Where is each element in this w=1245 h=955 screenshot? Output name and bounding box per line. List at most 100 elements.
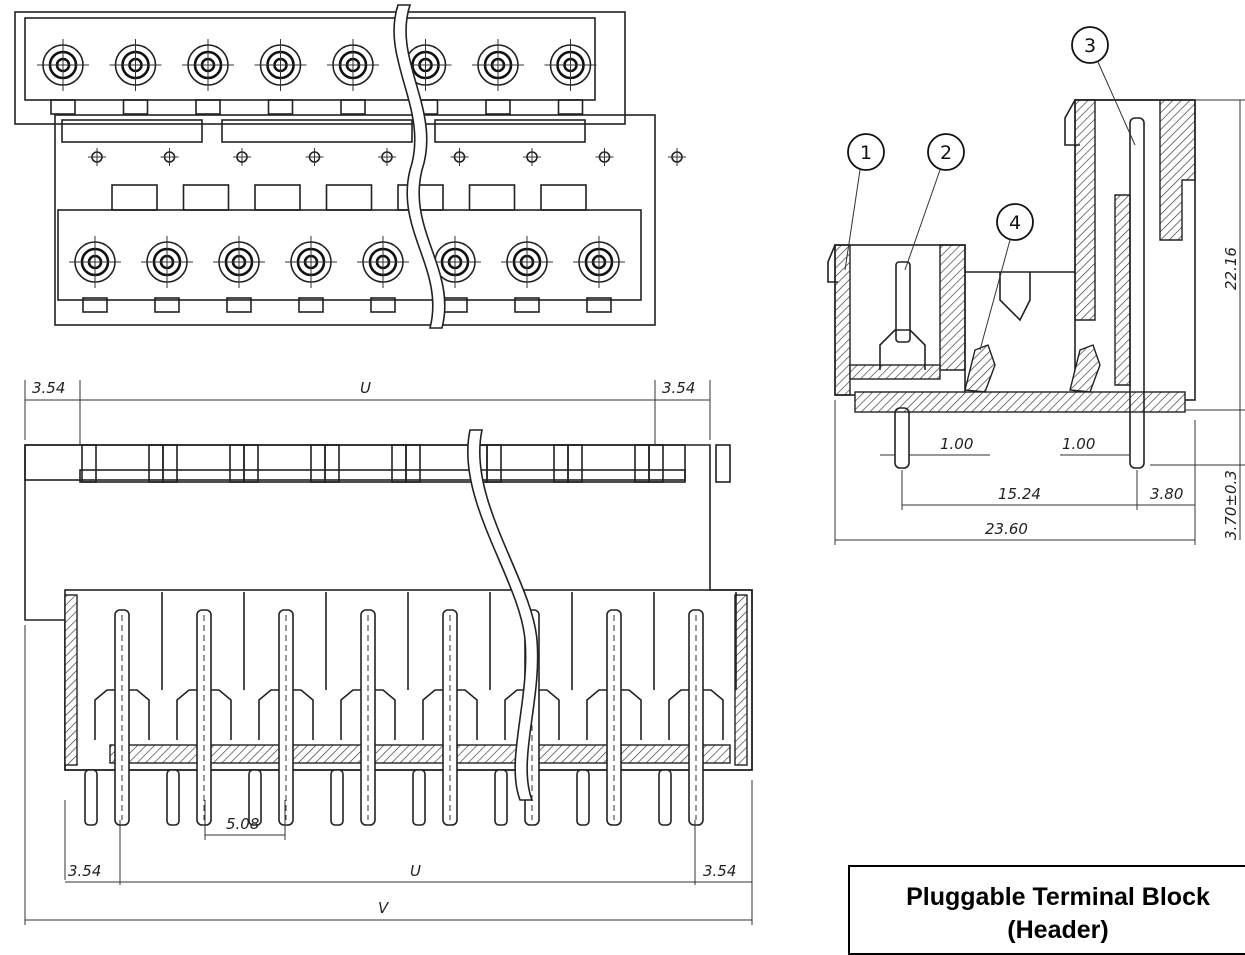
break-line <box>393 4 446 329</box>
socket-latch <box>827 244 838 283</box>
callout-1 <box>847 133 885 171</box>
dim-pin-dia-right: 1.00 <box>1062 435 1095 453</box>
rail-notch <box>634 444 650 483</box>
dim-height: 22.16 <box>1222 247 1240 290</box>
rail-notch <box>648 444 664 483</box>
upper-terminal-tab <box>195 99 221 115</box>
latch-slot <box>434 119 586 143</box>
dim-pitch: 5.08 <box>226 815 259 833</box>
wall-right-hatched <box>734 594 748 766</box>
lower-terminal <box>573 236 625 288</box>
dim-end-offset-right-bottom: 3.54 <box>703 862 736 880</box>
dim-end-offset-right-top: 3.54 <box>662 379 695 397</box>
title-block: Pluggable Terminal Block (Header) <box>848 865 1245 955</box>
short-pin <box>248 769 262 826</box>
top-view <box>14 4 686 329</box>
dim-span-bottom: U <box>410 862 421 880</box>
contact-base <box>879 329 926 370</box>
lower-terminal <box>213 236 265 288</box>
rail-notch <box>553 444 569 483</box>
dim-end-offset-left-bottom: 3.54 <box>68 862 101 880</box>
rail-notch <box>310 444 326 483</box>
upper-plug-inner <box>24 17 596 101</box>
short-pin <box>166 769 180 826</box>
rail-notch <box>162 444 178 483</box>
upper-terminal-row <box>37 39 597 115</box>
wall-left-hatched <box>64 594 78 766</box>
latch-hook <box>1064 99 1080 146</box>
short-pin <box>576 769 590 826</box>
upper-terminal-tab <box>340 99 366 115</box>
rail-notch <box>391 444 407 483</box>
dim-overall: V <box>378 899 390 917</box>
rail-notch <box>148 444 164 483</box>
short-pin <box>330 769 344 826</box>
pin-row <box>84 592 737 826</box>
key-tab-row <box>111 184 587 211</box>
lower-terminal <box>69 236 121 288</box>
key-tab <box>254 184 301 211</box>
pin-guide-hatched <box>1114 194 1131 386</box>
upper-terminal-tab <box>485 99 511 115</box>
front-view: 3.54 U 3.54 5.08 3.54 U 3.54 V <box>24 379 753 925</box>
mating-rail <box>965 271 1075 322</box>
lower-terminal-tab <box>298 297 324 313</box>
upper-terminal <box>182 39 234 91</box>
rail-notch <box>567 444 583 483</box>
dim-body-depth: 23.60 <box>985 520 1028 538</box>
short-pin <box>494 769 508 826</box>
base-plate-hatched <box>854 391 1186 413</box>
side-view: 22.16 3.70±0.3 1.00 1.00 15.24 3.80 23.6… <box>827 26 1245 545</box>
break-line <box>467 429 539 801</box>
upper-terminal-tab <box>122 99 149 115</box>
upper-terminal <box>327 39 379 91</box>
socket-floor-hatched <box>849 364 941 380</box>
pcb-base-hatched <box>109 744 731 764</box>
technical-drawing: 3.54 U 3.54 5.08 3.54 U 3.54 V <box>14 4 1245 925</box>
short-pin <box>84 769 98 826</box>
lower-terminal <box>285 236 337 288</box>
dim-pin-offset: 3.80 <box>1150 485 1183 503</box>
dim-end-offset-left-top: 3.54 <box>32 379 65 397</box>
callout-4 <box>996 203 1034 241</box>
mount-mark-row <box>88 148 686 166</box>
callout-2-label: 2 <box>940 142 952 164</box>
lower-terminal-row <box>69 236 625 313</box>
callout-2 <box>927 133 965 171</box>
top-rail-ticks <box>81 444 731 483</box>
lower-terminal <box>357 236 409 288</box>
pcb-pin-left <box>894 407 910 469</box>
callout-3 <box>1071 26 1109 64</box>
latch-slot <box>221 119 413 143</box>
key-tab <box>182 184 230 211</box>
rail-notch <box>243 444 259 483</box>
upper-terminal <box>472 39 524 91</box>
socket-wall-left-hatched <box>834 244 851 396</box>
top-rail <box>24 444 686 481</box>
socket-wall-right-hatched <box>939 244 966 371</box>
rail-notch <box>324 444 340 483</box>
lower-header-body <box>57 209 642 301</box>
upper-terminal <box>109 39 162 91</box>
header-body-outline <box>54 114 656 326</box>
lower-terminal-tab <box>514 297 540 313</box>
upper-terminal <box>544 39 597 91</box>
dim-span-top: U <box>360 379 371 397</box>
upper-terminal-tab <box>267 99 294 115</box>
lower-terminal-tab <box>586 297 612 313</box>
rail-notch <box>715 444 731 483</box>
lower-terminal-tab <box>226 297 252 313</box>
title-line-2: (Header) <box>1007 916 1109 944</box>
upper-terminal-tab <box>50 99 76 115</box>
key-tab <box>111 184 158 211</box>
upper-plug-body <box>14 11 626 125</box>
upper-terminal <box>399 39 452 91</box>
lower-terminal-tab <box>82 297 108 313</box>
lower-terminal <box>141 236 193 288</box>
key-tab <box>325 184 373 211</box>
callout-4-label: 4 <box>1009 212 1021 234</box>
housing-outline <box>24 444 753 771</box>
contact-pin-2 <box>895 261 911 343</box>
callout-3-label: 3 <box>1084 35 1096 57</box>
title-line-1: Pluggable Terminal Block <box>906 883 1210 911</box>
